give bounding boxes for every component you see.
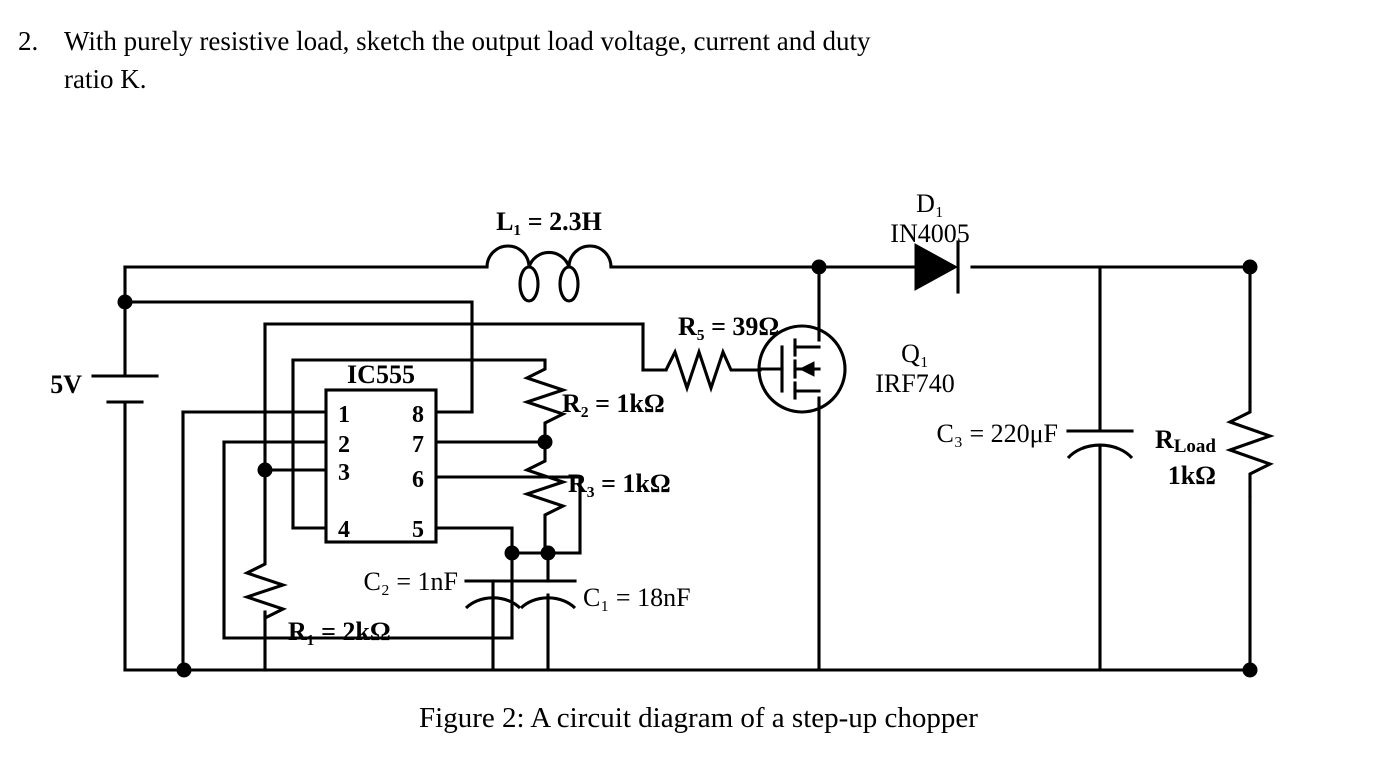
mosfet-ref-label: Q₁ xyxy=(901,339,929,368)
r1-label: R₁ = 2kΩ xyxy=(288,617,391,646)
rload-value-label: 1kΩ xyxy=(1168,461,1216,490)
resistor-r3 xyxy=(522,442,568,553)
inductor-coils xyxy=(485,244,613,268)
question-line-2: ratio K. xyxy=(64,64,147,94)
capacitor-c3 xyxy=(1066,429,1134,460)
ic555-pin-6: 6 xyxy=(412,467,424,493)
junction-dot-ground-left xyxy=(176,662,192,678)
c2-curved-plate xyxy=(464,596,522,610)
wire-pin5-lead xyxy=(434,526,514,555)
ic555-pin-1: 1 xyxy=(338,402,350,428)
inductor-label: L₁ = 2.3H xyxy=(496,207,602,236)
junction-dot-drain xyxy=(811,259,827,275)
question-text: With purely resistive load, sketch the o… xyxy=(64,22,1288,98)
r2-zigzag xyxy=(522,360,568,442)
question-number: 2. xyxy=(18,26,39,56)
diode-ref-label: D₁ xyxy=(916,189,944,218)
rload-zigzag xyxy=(1225,401,1275,497)
junction-dot-output-bottom xyxy=(1242,662,1258,678)
r2-label: R₂ = 1kΩ xyxy=(562,389,665,418)
c2-label: C₂ = 1nF xyxy=(363,567,458,596)
c1-label: C₁ = 18nF xyxy=(583,583,691,612)
junction-dots xyxy=(117,259,1258,678)
r5-label: R₅ = 39Ω xyxy=(678,312,779,341)
junction-dot-c1-node xyxy=(504,545,520,561)
junction-dot-vcc xyxy=(117,294,133,310)
junction-dot-r3-bottom xyxy=(540,545,556,561)
ic555-pin-4: 4 xyxy=(338,517,350,543)
r1-zigzag xyxy=(242,555,288,621)
ic555-pin-3: 3 xyxy=(338,460,350,486)
mosfet-part-label: IRF740 xyxy=(875,369,954,398)
r3-zigzag xyxy=(522,442,568,553)
diode-d1 xyxy=(914,240,960,294)
diode-part-label: IN4005 xyxy=(890,219,969,248)
c3-curved-plate xyxy=(1066,443,1134,460)
ic555-pin-2: 2 xyxy=(338,432,350,458)
question-line-1: With purely resistive load, sketch the o… xyxy=(64,26,871,56)
rload-ref-label: RLoad xyxy=(1155,425,1216,457)
capacitor-c1 xyxy=(519,579,577,610)
ic555-pin-5: 5 xyxy=(412,517,424,543)
ic555-title: IC555 xyxy=(347,360,415,389)
resistor-rload xyxy=(1225,401,1275,497)
ic555-pin-7: 7 xyxy=(412,432,424,458)
ic-555 xyxy=(324,388,438,544)
resistor-r1 xyxy=(242,555,288,621)
source-label: 5V xyxy=(50,370,82,399)
diode-triangle xyxy=(914,243,959,291)
circuit-svg: 5V L₁ = 2.3H D₁ IN4005 xyxy=(50,189,1275,678)
ic555-pin-8: 8 xyxy=(412,402,424,428)
rload-label-group: RLoad 1kΩ xyxy=(1155,425,1216,490)
wire-pin2-down xyxy=(222,440,514,640)
r3-label: R₃ = 1kΩ xyxy=(568,469,671,498)
wire-network xyxy=(123,265,1252,672)
junction-dot-output-top xyxy=(1242,259,1258,275)
mosfet-body-arrow xyxy=(798,361,815,377)
wire-pin6-lead xyxy=(434,475,582,555)
capacitor-c2 xyxy=(464,579,522,610)
inductor-loop-2 xyxy=(558,265,580,303)
junction-dot-pin3 xyxy=(257,462,273,478)
resistor-r5 xyxy=(664,347,737,393)
c3-label: C₃ = 220μF xyxy=(937,419,1058,448)
r5-zigzag xyxy=(664,347,737,393)
figure-caption: Figure 2: A circuit diagram of a step-up… xyxy=(419,702,978,734)
voltage-source-5v xyxy=(91,374,159,404)
figure-circuit-diagram: 5V L₁ = 2.3H D₁ IN4005 xyxy=(0,140,1397,700)
question-block: 2. With purely resistive load, sketch th… xyxy=(18,22,1288,98)
c1-curved-plate xyxy=(519,596,577,610)
resistor-r2 xyxy=(522,360,568,442)
mosfet-q1 xyxy=(757,324,847,414)
inductor-loop-1 xyxy=(518,265,540,303)
wire-vcc-to-pin8 xyxy=(123,300,474,414)
ic555-body xyxy=(324,388,438,544)
inductor-l1 xyxy=(485,244,613,303)
